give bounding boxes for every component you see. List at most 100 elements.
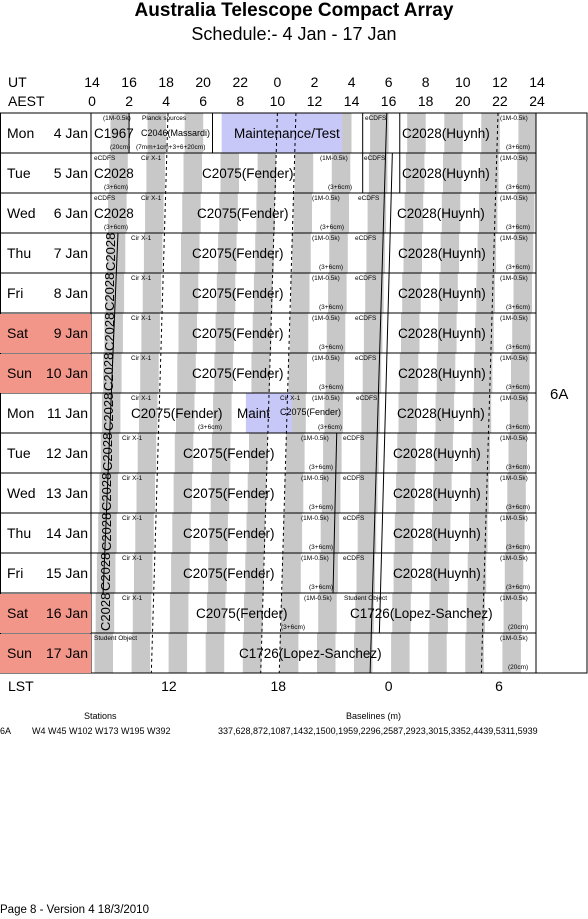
booking-label: C2028(Huynh) bbox=[397, 206, 485, 221]
axis-tick-label: 20 bbox=[455, 93, 471, 109]
booking-label: C2075(Fender) bbox=[202, 166, 294, 181]
axis-tick-label: 0 bbox=[88, 93, 96, 109]
hour-band bbox=[289, 313, 309, 353]
hour-band bbox=[438, 313, 457, 353]
hour-band bbox=[354, 633, 373, 673]
band-tag: (3+6cm) bbox=[309, 584, 334, 591]
band-tag: (1M-0.5k) bbox=[312, 275, 340, 282]
hour-band bbox=[331, 153, 351, 193]
hour-band bbox=[132, 593, 152, 633]
hour-band bbox=[178, 313, 197, 353]
band-tag: (1M-0.5k) bbox=[320, 155, 348, 162]
hour-band bbox=[394, 513, 414, 553]
band-tag: (3+6cm) bbox=[319, 344, 344, 351]
hour-band bbox=[253, 273, 273, 313]
band-tag: (1M-0.5k) bbox=[500, 195, 528, 202]
footer-config: 6A bbox=[0, 726, 12, 736]
hour-band bbox=[288, 353, 307, 393]
hour-band bbox=[392, 593, 411, 633]
hour-band bbox=[508, 433, 527, 473]
band-tag: eCDFS bbox=[94, 155, 116, 162]
baselines-heading: Baselines (m) bbox=[346, 711, 402, 721]
hour-band bbox=[247, 473, 267, 513]
booking-label: C2028(Huynh) bbox=[402, 166, 490, 181]
hour-band bbox=[330, 193, 349, 233]
hour-band bbox=[242, 633, 262, 673]
lst-tick-label: 18 bbox=[270, 678, 287, 694]
hour-band bbox=[215, 313, 235, 353]
band-tag: (3+6cm) bbox=[506, 144, 531, 151]
day-of-week: Sat bbox=[7, 605, 29, 621]
hour-band bbox=[434, 433, 453, 473]
band-tag: (3+6cm) bbox=[506, 504, 531, 511]
ut-label: UT bbox=[8, 74, 27, 90]
day-of-week: Tue bbox=[7, 165, 31, 181]
vertical-booking-label: C2028 bbox=[102, 272, 118, 311]
band-tag: (1M-0.5k) bbox=[103, 115, 131, 122]
band-tag: (3+6cm) bbox=[328, 184, 353, 191]
booking-label: C2028(Huynh) bbox=[402, 126, 490, 141]
booking-label: C2075(Fender) bbox=[183, 446, 275, 461]
band-tag: (1M-0.5k) bbox=[500, 235, 528, 242]
band-tag: (1M-0.5k) bbox=[301, 475, 329, 482]
hour-band bbox=[134, 553, 153, 593]
hour-band bbox=[515, 193, 535, 233]
lst-tick-label: 6 bbox=[495, 678, 503, 694]
band-tag: eCDFS bbox=[358, 195, 380, 202]
hour-band bbox=[518, 113, 537, 153]
vertical-booking-label: C2028 bbox=[100, 392, 116, 431]
band-tag: (3+6cm) bbox=[309, 464, 334, 471]
band-tag: eCDFS bbox=[355, 315, 377, 322]
booking-label: C2075(Fender) bbox=[192, 286, 284, 301]
hour-band bbox=[504, 553, 524, 593]
booking-label: C2028 bbox=[94, 206, 134, 221]
hour-band bbox=[293, 193, 312, 233]
band-tag: (1M-0.5k) bbox=[301, 515, 329, 522]
hour-band bbox=[279, 633, 299, 673]
hour-band bbox=[470, 473, 489, 513]
booking-label: C2028(Huynh) bbox=[393, 526, 481, 541]
hour-band bbox=[146, 153, 165, 193]
hour-band bbox=[436, 353, 456, 393]
band-tag: Cir X-1 bbox=[122, 555, 143, 562]
band-tag: (3+6cm) bbox=[319, 304, 344, 311]
day-date: 13 Jan bbox=[45, 485, 88, 501]
hour-band bbox=[472, 393, 492, 433]
hour-band bbox=[405, 153, 425, 193]
hour-band bbox=[356, 553, 375, 593]
hour-band bbox=[366, 233, 385, 273]
band-tag: (3+6cm) bbox=[318, 424, 343, 431]
day-label: Sat 16 Jan bbox=[0, 593, 91, 633]
band-tag: Cir X-1 bbox=[122, 435, 143, 442]
hour-band bbox=[465, 633, 484, 673]
band-tag: eCDFS bbox=[343, 435, 365, 442]
lst-label: LST bbox=[8, 678, 34, 694]
hour-band bbox=[184, 113, 204, 153]
day-date: 16 Jan bbox=[45, 605, 88, 621]
hour-band bbox=[475, 313, 494, 353]
hour-band bbox=[143, 233, 163, 273]
hour-band bbox=[291, 273, 310, 313]
day-date: 5 Jan bbox=[53, 165, 88, 181]
hour-band bbox=[477, 233, 497, 273]
booking-label: C2028(Huynh) bbox=[393, 446, 481, 461]
band-tag: (1M-0.5k) bbox=[312, 395, 340, 402]
hour-band bbox=[101, 393, 121, 433]
hour-band bbox=[220, 153, 239, 193]
axis-tick-label: 18 bbox=[158, 74, 174, 90]
axis-tick-label: 14 bbox=[84, 74, 100, 90]
band-tag: (1M-0.5k) bbox=[301, 435, 329, 442]
hour-band bbox=[183, 153, 202, 193]
day-date: 7 Jan bbox=[53, 245, 88, 261]
booking-label: C2028(Huynh) bbox=[398, 366, 486, 381]
hour-band bbox=[435, 393, 455, 433]
hour-band bbox=[399, 353, 419, 393]
band-tag: Cir X-1 bbox=[122, 595, 143, 602]
axis-tick-label: 14 bbox=[529, 74, 545, 90]
hour-band bbox=[218, 233, 237, 273]
band-tag: Cir X-1 bbox=[122, 475, 143, 482]
hour-band bbox=[502, 633, 521, 673]
